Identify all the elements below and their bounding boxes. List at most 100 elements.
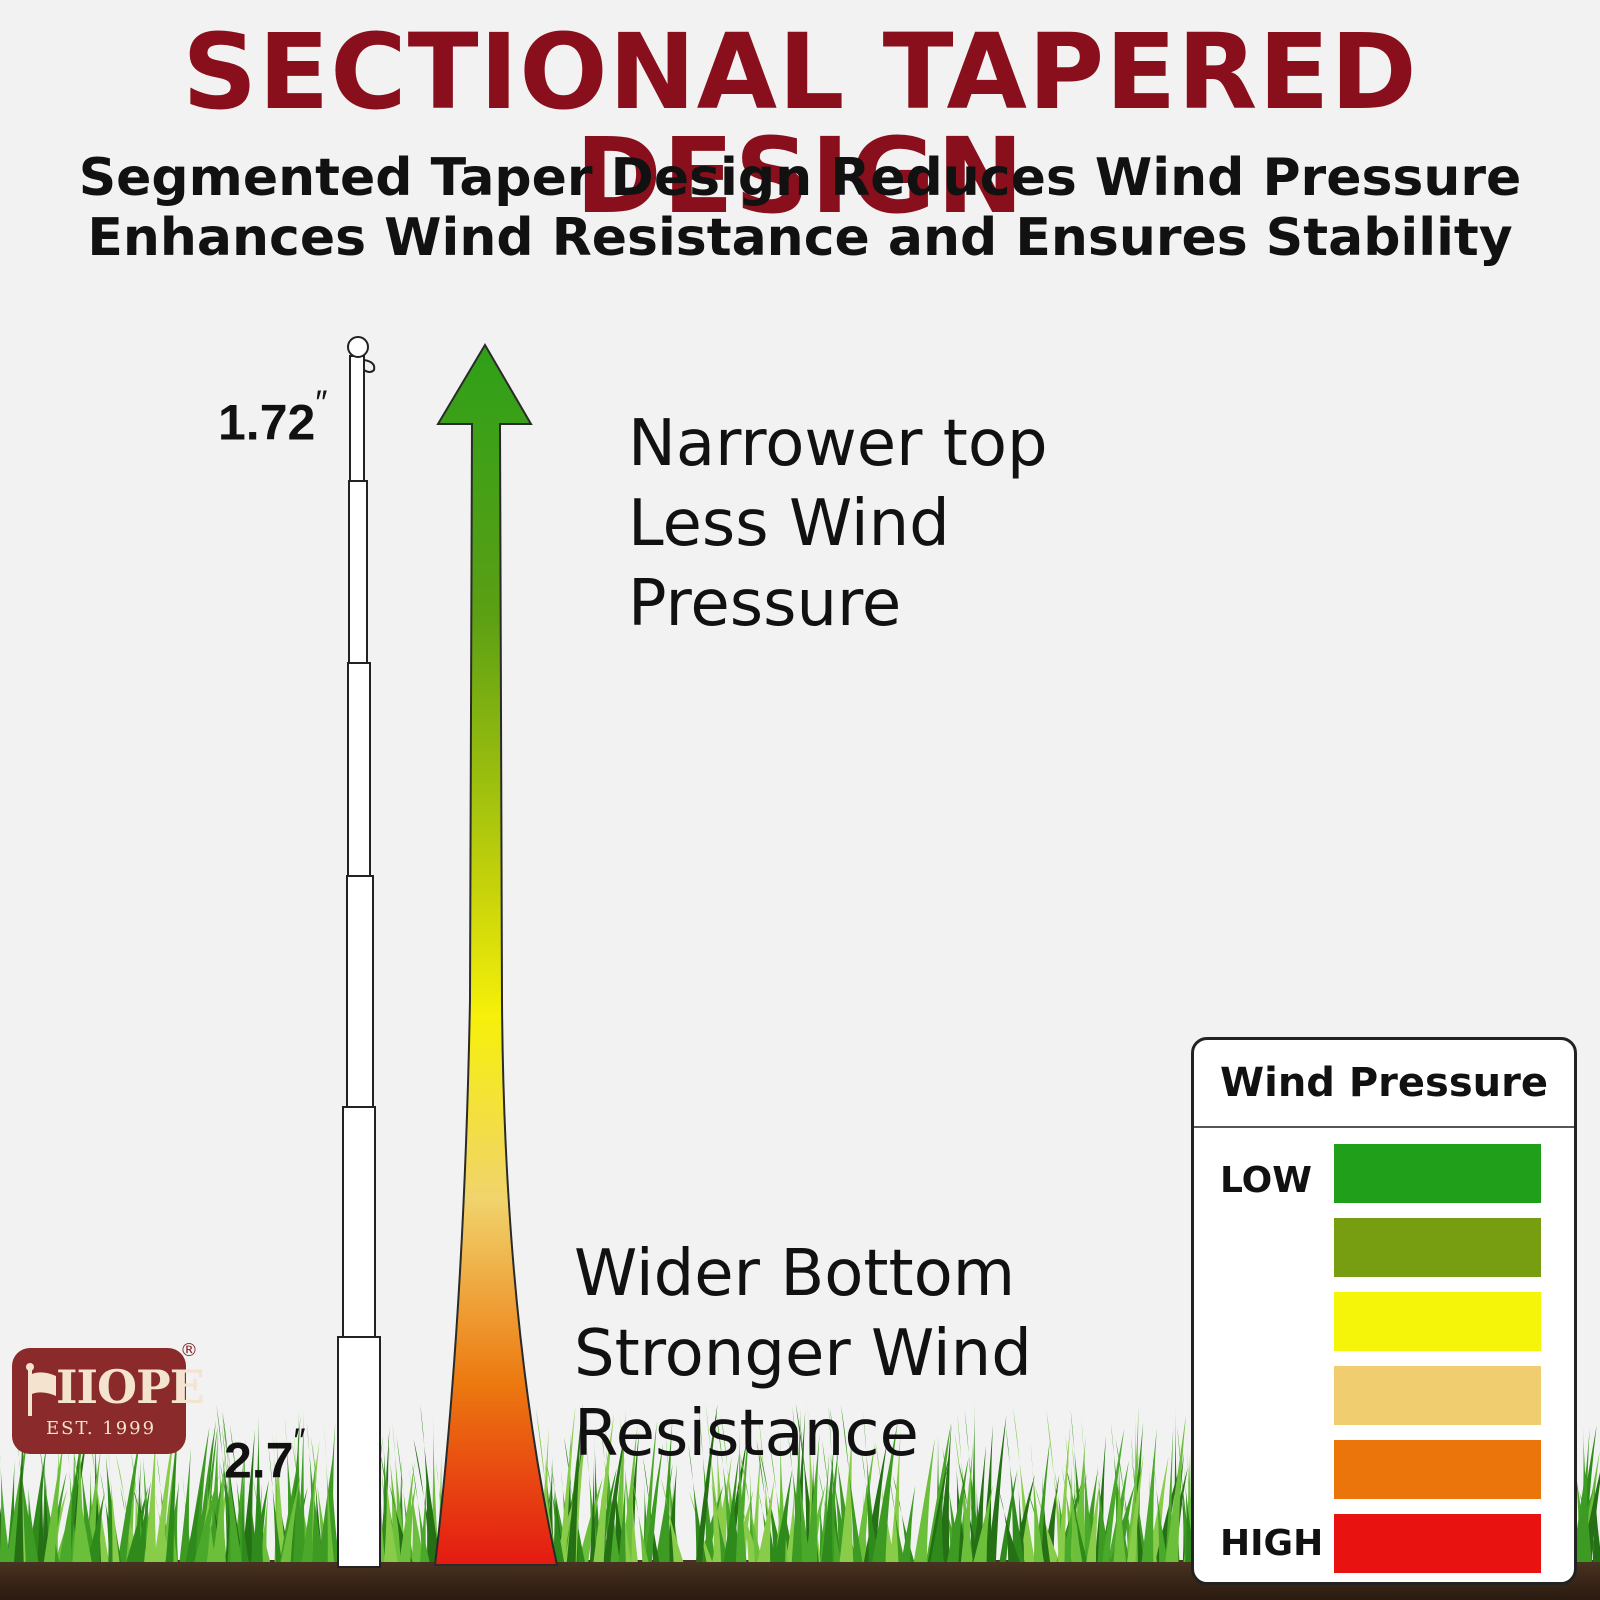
grass-blade [280, 1475, 301, 1562]
grass-blade [420, 1403, 441, 1562]
grass-blade [165, 1480, 180, 1562]
grass-blade [301, 1458, 317, 1562]
grass-blade [60, 1480, 74, 1562]
grass-blade [795, 1403, 820, 1562]
page-title: SECTIONAL TAPERED DESIGN [182, 11, 1418, 237]
grass-blade [117, 1431, 142, 1562]
grass-blade [396, 1436, 414, 1562]
top-caption: Narrower top Less Wind Pressure [628, 404, 1048, 644]
grass-blade [6, 1423, 30, 1562]
grass-blade [854, 1442, 876, 1562]
legend-title: Wind Pressure [1194, 1040, 1574, 1128]
grass-blade [535, 1408, 557, 1562]
grass-blade [563, 1436, 585, 1562]
grass-blade [154, 1490, 174, 1562]
grass-blade [987, 1415, 1007, 1562]
grass-blade [1097, 1462, 1111, 1562]
grass-blade [619, 1417, 638, 1562]
grass-blade [913, 1437, 936, 1562]
registered-mark: ® [180, 1340, 198, 1361]
grass-blade [297, 1412, 306, 1562]
grass-blade [925, 1422, 952, 1562]
grass-blade [51, 1443, 60, 1562]
grass-blade [688, 1490, 713, 1562]
grass-blade [735, 1480, 761, 1562]
legend-high-label: HIGH [1220, 1523, 1324, 1564]
grass-blade [1125, 1451, 1139, 1562]
grass-blade [958, 1461, 981, 1562]
legend-swatch-6 [1334, 1514, 1541, 1573]
grass-blade [384, 1456, 398, 1562]
grass-blade [204, 1475, 223, 1562]
grass-blade [642, 1420, 657, 1562]
legend-swatch-3 [1334, 1292, 1541, 1351]
grass-blade [25, 1476, 39, 1562]
bottom-caption-line-1: Wider Bottom [574, 1237, 1016, 1311]
grass-blade [241, 1428, 256, 1562]
grass-blade [161, 1451, 176, 1562]
grass-blade [927, 1457, 949, 1562]
grass-blade [318, 1448, 335, 1562]
grass-blade [1040, 1469, 1051, 1562]
grass-blade [107, 1439, 120, 1562]
grass-blade [37, 1455, 45, 1562]
grass-blade [153, 1421, 176, 1562]
bottom-diameter-value: 2.7 [224, 1432, 294, 1489]
grass-blade [1176, 1425, 1192, 1562]
grass-blade [901, 1485, 916, 1562]
grass-blade [818, 1488, 827, 1562]
grass-blade [1086, 1476, 1101, 1562]
grass-blade [688, 1444, 707, 1562]
grass-blade [195, 1438, 213, 1562]
grass-blade [711, 1483, 729, 1562]
grass-blade [253, 1411, 264, 1562]
grass-blade [324, 1426, 335, 1562]
grass-blade [144, 1425, 157, 1562]
grass-blade [1027, 1491, 1051, 1562]
grass-blade [972, 1445, 987, 1562]
wind-pressure-arrow [433, 343, 559, 1566]
grass-blade [1115, 1439, 1137, 1562]
grass-blade [310, 1436, 331, 1562]
grass-blade [212, 1452, 226, 1562]
grass-blade [1081, 1419, 1095, 1562]
grass-blade [1165, 1415, 1186, 1562]
grass-blade [829, 1454, 852, 1562]
subtitle-line-1: Segmented Taper Design Reduces Wind Pres… [78, 148, 1522, 208]
pole-clip [363, 359, 376, 373]
grass-blade [1152, 1454, 1168, 1562]
grass-blade [279, 1455, 300, 1562]
grass-blade [642, 1457, 660, 1562]
grass-blade [756, 1439, 776, 1562]
top-inch-mark: ″ [315, 384, 328, 422]
grass-blade [604, 1420, 620, 1562]
bottom-inch-mark: ″ [293, 1422, 306, 1460]
brand-logo: IIOPE EST. 1999 [12, 1348, 205, 1454]
grass-blade [821, 1441, 835, 1562]
pole-section-3 [347, 662, 371, 877]
grass-blade [792, 1405, 811, 1562]
grass-blade [566, 1403, 583, 1562]
pole-section-2 [348, 480, 368, 664]
grass-blade [954, 1432, 975, 1562]
grass-blade [240, 1478, 249, 1562]
grass-blade [14, 1418, 24, 1562]
grass-blade [275, 1413, 287, 1562]
grass-blade [388, 1483, 413, 1562]
grass-blade [72, 1446, 92, 1562]
grass-blade [758, 1418, 775, 1562]
grass-blade [930, 1484, 944, 1562]
grass-blade [330, 1469, 340, 1562]
grass-blade [306, 1421, 324, 1562]
grass-blade [420, 1475, 428, 1562]
grass-blade [413, 1438, 438, 1562]
grass-blade [387, 1433, 406, 1562]
grass-blade [1030, 1441, 1044, 1562]
grass-blade [618, 1471, 627, 1562]
grass-blade [1062, 1488, 1076, 1562]
grass-blade [136, 1481, 151, 1562]
grass-blade [936, 1423, 952, 1562]
grass-blade [699, 1485, 724, 1562]
top-diameter-label: 1.72″ [218, 384, 327, 452]
grass-blade [757, 1478, 775, 1562]
